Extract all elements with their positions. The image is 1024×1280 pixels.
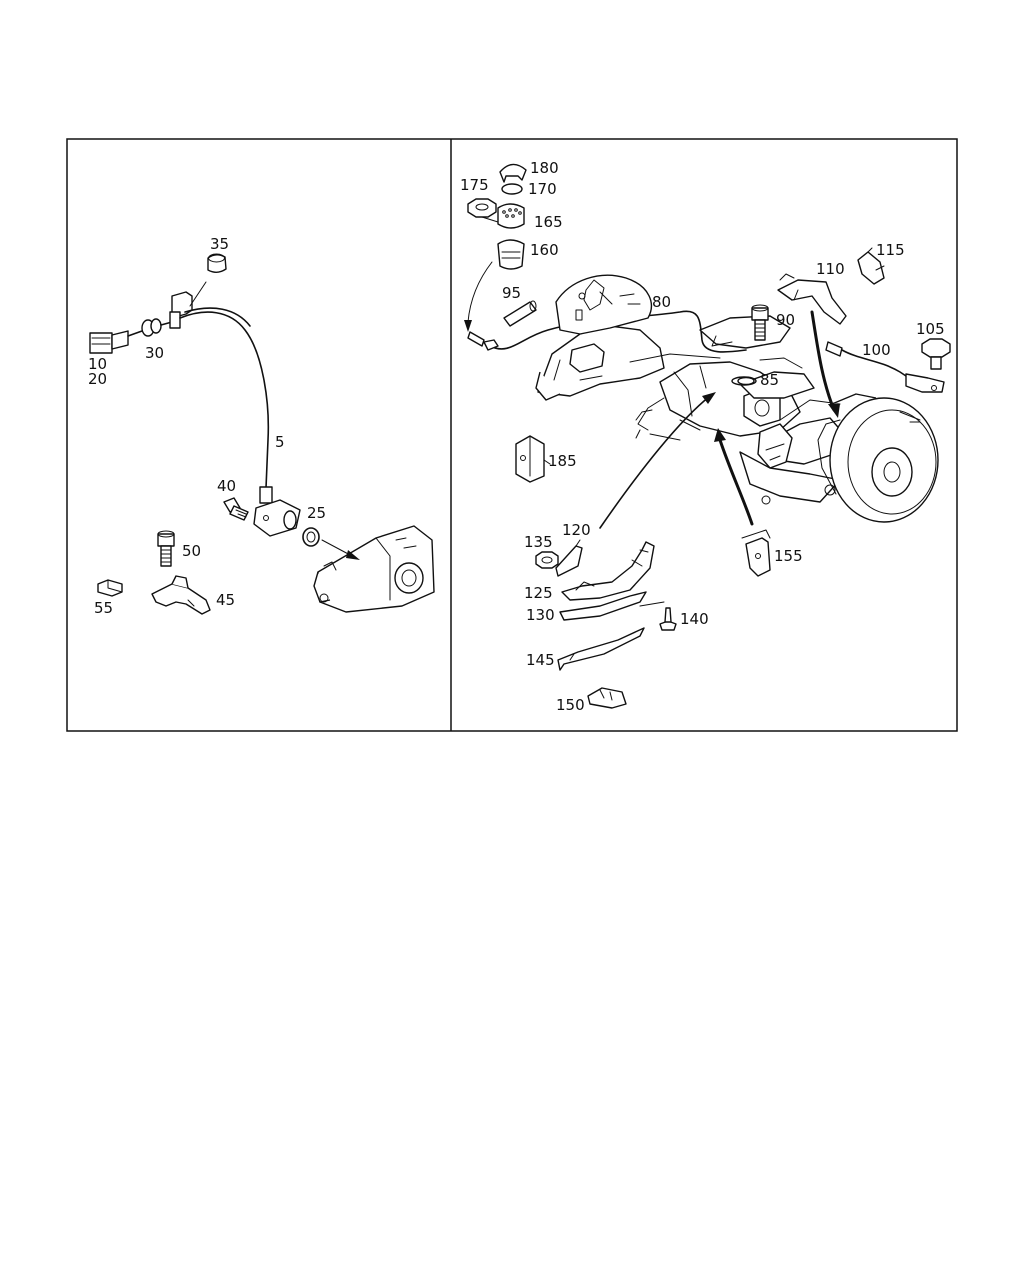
cable-bracket bbox=[169, 291, 193, 329]
part-110-bracket[interactable] bbox=[777, 273, 847, 325]
part-170-ring[interactable] bbox=[501, 183, 523, 195]
callout-165: 165 bbox=[534, 213, 563, 231]
part-130-heat-shield[interactable] bbox=[559, 591, 647, 621]
callout-85: 85 bbox=[760, 371, 779, 389]
left-panel bbox=[89, 253, 435, 615]
part-95-sleeve[interactable] bbox=[503, 300, 537, 327]
callout-5: 5 bbox=[275, 433, 285, 451]
callout-125: 125 bbox=[524, 584, 553, 602]
part-45-bracket[interactable] bbox=[151, 575, 211, 615]
callout-55: 55 bbox=[94, 599, 113, 617]
leader-160-arrow bbox=[467, 261, 493, 323]
callout-115: 115 bbox=[876, 241, 905, 259]
rear-axle-carrier bbox=[535, 274, 939, 523]
callout-130: 130 bbox=[526, 606, 555, 624]
part-55-clip[interactable] bbox=[97, 579, 123, 597]
callout-100: 100 bbox=[862, 341, 891, 359]
part-5-sensor-cable[interactable] bbox=[179, 311, 270, 489]
arrow-110-to-carrier bbox=[810, 310, 836, 412]
part-180-clip[interactable] bbox=[499, 163, 527, 183]
part-155-bracket[interactable] bbox=[741, 529, 771, 577]
part-105-bolt[interactable] bbox=[921, 338, 951, 370]
callout-40: 40 bbox=[217, 477, 236, 495]
callout-105: 105 bbox=[916, 320, 945, 338]
part-35-grommet[interactable] bbox=[207, 253, 227, 273]
callout-110: 110 bbox=[816, 260, 845, 278]
part-145-heat-shield[interactable] bbox=[557, 627, 645, 671]
part-85-ring[interactable] bbox=[737, 376, 755, 386]
callout-80: 80 bbox=[652, 293, 671, 311]
arrow-120-to-carrier bbox=[599, 395, 711, 529]
callout-170: 170 bbox=[528, 180, 557, 198]
part-40-bolt[interactable] bbox=[223, 497, 249, 521]
leader-25-arrow bbox=[321, 539, 353, 557]
part-125-heat-shield[interactable] bbox=[561, 541, 655, 601]
part-50-bolt[interactable] bbox=[157, 530, 175, 567]
part-185-bracket[interactable] bbox=[515, 435, 551, 483]
part-100-sensor-cable[interactable] bbox=[825, 341, 945, 393]
speed-sensor-head[interactable] bbox=[253, 486, 301, 537]
callout-30: 30 bbox=[145, 344, 164, 362]
callout-155: 155 bbox=[774, 547, 803, 565]
callout-120: 120 bbox=[562, 521, 591, 539]
part-165-connector[interactable] bbox=[481, 203, 525, 229]
part-25-o-ring[interactable] bbox=[302, 527, 320, 547]
part-160-socket[interactable] bbox=[497, 239, 525, 270]
part-90-bolt[interactable] bbox=[751, 304, 769, 341]
callout-45: 45 bbox=[216, 591, 235, 609]
part-150-clip[interactable] bbox=[587, 687, 627, 709]
part-175-nut[interactable] bbox=[467, 198, 497, 218]
callout-95: 95 bbox=[502, 284, 521, 302]
callout-150: 150 bbox=[556, 696, 585, 714]
callout-185: 185 bbox=[548, 452, 577, 470]
part-135-nut[interactable] bbox=[535, 551, 559, 569]
part-30-grommet[interactable] bbox=[141, 318, 173, 337]
callout-140: 140 bbox=[680, 610, 709, 628]
callout-50: 50 bbox=[182, 542, 201, 560]
callout-135: 135 bbox=[524, 533, 553, 551]
leader-35 bbox=[189, 281, 207, 307]
part-115-clip[interactable] bbox=[857, 247, 885, 285]
right-panel bbox=[464, 163, 951, 709]
callout-labels: 35 30 10 20 5 40 25 50 55 45 180 175 170… bbox=[88, 159, 945, 714]
part-120-bracket[interactable] bbox=[555, 539, 583, 577]
part-140-screw[interactable] bbox=[639, 601, 677, 631]
arrow-155-to-carrier bbox=[718, 438, 754, 526]
callout-20: 20 bbox=[88, 370, 107, 388]
callout-10: 10 bbox=[88, 355, 107, 373]
callout-25: 25 bbox=[307, 504, 326, 522]
callout-145: 145 bbox=[526, 651, 555, 669]
callout-90: 90 bbox=[776, 311, 795, 329]
part-80-wiring-harness[interactable] bbox=[471, 310, 747, 353]
rear-differential-housing bbox=[313, 525, 435, 613]
callout-180: 180 bbox=[530, 159, 559, 177]
callout-35: 35 bbox=[210, 235, 229, 253]
callout-160: 160 bbox=[530, 241, 559, 259]
callout-175: 175 bbox=[460, 176, 489, 194]
part-10-connector[interactable] bbox=[89, 330, 143, 354]
diagram-frame bbox=[66, 138, 958, 732]
